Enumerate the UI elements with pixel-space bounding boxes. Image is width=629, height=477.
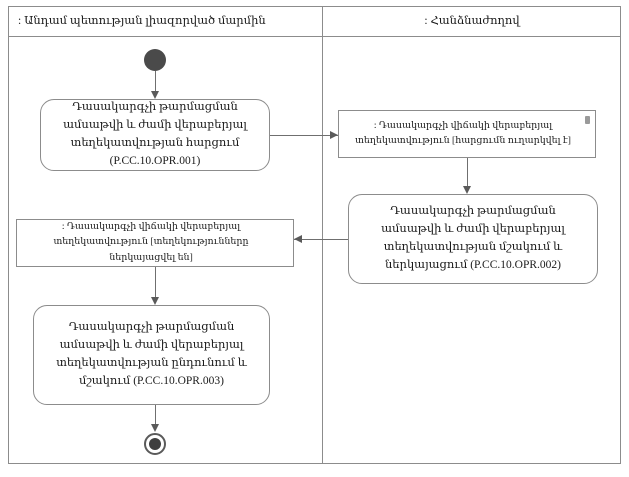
object-node-info-provided[interactable]: : Դասակարգչի վիճակի վերաբերյալ տեղեկատվո… <box>16 219 294 267</box>
action-node-opr-003[interactable]: Դասակարգչի թարմացման ամսաթվի և ժամի վերա… <box>33 305 270 405</box>
partition-vertical-divider <box>322 6 323 464</box>
flow-object-request-to-opr002-arrowhead <box>462 186 471 194</box>
flow-opr001-to-object-request-arrowhead <box>330 130 338 139</box>
flow-opr002-to-object-info-line <box>294 239 348 240</box>
flow-object-info-to-opr003-line <box>155 267 156 301</box>
object-node-request-sent[interactable]: : Դասակարգչի վիճակի վերաբերյալ տեղեկատվո… <box>338 110 596 158</box>
flow-object-request-to-opr002-line <box>467 158 468 190</box>
partition-title-commission: : Հանձնաժողով <box>424 15 520 27</box>
document-pin-icon <box>585 116 590 124</box>
initial-node[interactable] <box>144 49 166 71</box>
activity-final-node[interactable] <box>144 433 166 455</box>
flow-object-info-to-opr003-arrowhead <box>150 297 159 305</box>
partition-title-member-state-authority: : Անդամ պետության լիազորված մարմին <box>18 15 266 27</box>
flow-opr003-to-final-line <box>155 405 156 429</box>
object-node-info-provided-label: : Դասակարգչի վիճակի վերաբերյալ տեղեկատվո… <box>53 222 249 263</box>
flow-opr003-to-final-arrowhead <box>150 424 159 432</box>
action-node-opr-001[interactable]: Դասակարգչի թարմացման ամսաթվի և ժամի վերա… <box>40 99 270 171</box>
action-node-opr-002[interactable]: Դասակարգչի թարմացման ամսաթվի և ժամի վերա… <box>348 194 598 284</box>
object-node-request-sent-label: : Դասակարգչի վիճակի վերաբերյալ տեղեկատվո… <box>355 120 571 146</box>
flow-initial-to-opr001-line <box>155 71 156 95</box>
flow-opr001-to-object-request-line <box>270 135 338 136</box>
flow-opr002-to-object-info-arrowhead <box>294 234 302 243</box>
partition-header-divider <box>8 36 621 37</box>
flow-initial-to-opr001-arrowhead <box>150 91 159 99</box>
